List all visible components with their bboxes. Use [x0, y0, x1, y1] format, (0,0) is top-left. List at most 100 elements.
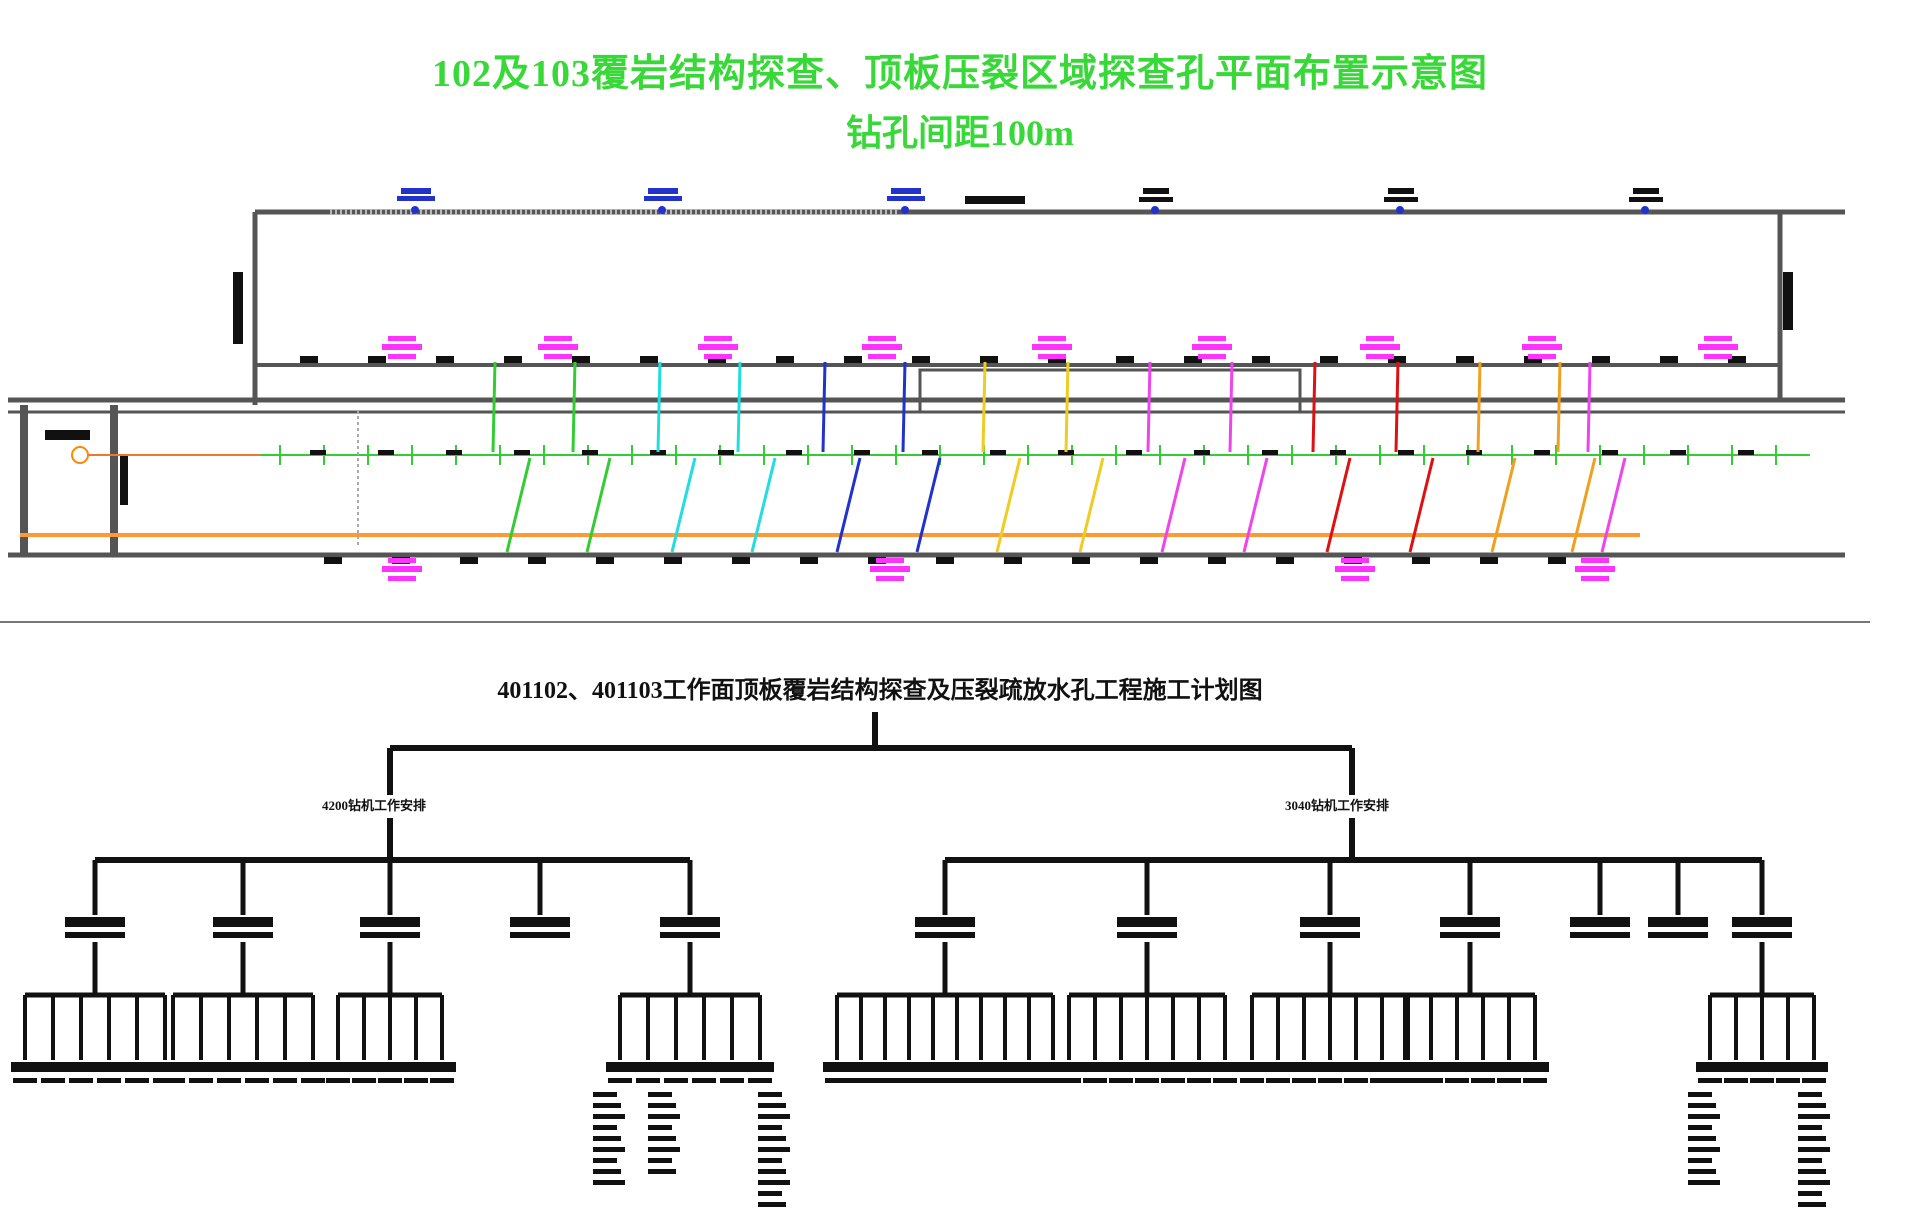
leaf-node — [1318, 1078, 1342, 1083]
site-block — [514, 450, 530, 455]
leaf-text-block — [593, 1180, 625, 1185]
leaf-node — [969, 1078, 993, 1083]
lower-borehole — [1490, 457, 1517, 553]
leaf-text-block — [1688, 1169, 1716, 1174]
leaf-node — [41, 1078, 65, 1083]
leaf-text-block — [593, 1103, 621, 1108]
level2-node — [360, 917, 420, 927]
leaf-node — [895, 1062, 923, 1072]
leaf-node — [849, 1078, 873, 1083]
site-block — [1208, 557, 1226, 564]
side-chamber — [918, 368, 1302, 414]
leaf-node — [301, 1078, 325, 1083]
magenta-pad — [1581, 558, 1609, 563]
site-block — [854, 450, 870, 455]
leaf-node — [1161, 1078, 1185, 1083]
site-block — [1602, 450, 1618, 455]
level2-node — [65, 932, 125, 938]
magenta-pad — [1528, 336, 1556, 341]
leaf-node — [95, 1062, 123, 1072]
leaf-node — [1055, 1062, 1083, 1072]
leaf-node — [1523, 1078, 1547, 1083]
leaf-text-block — [1798, 1103, 1826, 1108]
lower-borehole — [1570, 457, 1597, 553]
leaf-text-block — [648, 1147, 680, 1152]
site-block — [1252, 356, 1270, 363]
leaf-text-block — [758, 1191, 782, 1196]
site-block — [1534, 450, 1550, 455]
leaf-node — [1185, 1062, 1213, 1072]
leaf-node — [1800, 1062, 1828, 1072]
site-block — [596, 557, 614, 564]
leaf-node — [608, 1078, 632, 1083]
magenta-pad — [1341, 558, 1369, 563]
level2-node — [65, 917, 125, 927]
leaf-node — [1722, 1062, 1750, 1072]
leaf-node — [215, 1062, 243, 1072]
level2-node — [1570, 932, 1630, 938]
leaf-node — [1344, 1078, 1368, 1083]
upper-borehole — [1394, 361, 1400, 453]
site-block — [1140, 557, 1158, 564]
leaf-text-block — [593, 1136, 621, 1141]
magenta-pad — [870, 566, 910, 572]
leaf-node — [350, 1062, 378, 1072]
level2-node — [660, 932, 720, 938]
leaf-node — [1445, 1078, 1469, 1083]
leaf-node — [871, 1062, 899, 1072]
magenta-pad — [704, 354, 732, 359]
magenta-pad — [1366, 354, 1394, 359]
site-block — [1320, 356, 1338, 363]
upper-borehole — [1476, 361, 1482, 453]
leaf-text-block — [1798, 1180, 1830, 1185]
site-block — [776, 356, 794, 363]
leaf-node — [243, 1062, 271, 1072]
magenta-pad — [1360, 344, 1400, 350]
magenta-pad — [1522, 344, 1562, 350]
map-subtitle: 钻孔间距100m — [846, 113, 1074, 153]
magenta-pad — [1704, 336, 1732, 341]
leaf-node — [187, 1062, 215, 1072]
leaf-node — [1419, 1078, 1443, 1083]
site-block — [980, 356, 998, 363]
lower-borehole — [1160, 457, 1187, 553]
blue-pad-dot — [411, 206, 419, 214]
magenta-pad — [388, 354, 416, 359]
level2-node — [1732, 917, 1792, 927]
leaf-node — [1290, 1062, 1318, 1072]
site-block — [1058, 450, 1074, 455]
leaf-node — [1443, 1062, 1471, 1072]
leaf-node — [271, 1062, 299, 1072]
leaf-node — [217, 1078, 241, 1083]
magenta-pad — [1192, 344, 1232, 350]
black-pad — [1388, 188, 1414, 194]
site-block — [1728, 356, 1746, 363]
leaf-text-block — [1798, 1202, 1826, 1207]
leaf-node — [1159, 1062, 1187, 1072]
leaf-node — [161, 1078, 185, 1083]
leaf-node — [823, 1062, 851, 1072]
lower-borehole — [505, 457, 532, 553]
leaf-node — [1774, 1062, 1802, 1072]
site-block — [1048, 356, 1066, 363]
level2-node — [1570, 917, 1630, 927]
leaf-node — [97, 1078, 121, 1083]
leaf-node — [1471, 1078, 1495, 1083]
level2-node — [1117, 917, 1177, 927]
leaf-node — [1368, 1062, 1396, 1072]
site-block — [1592, 356, 1610, 363]
magenta-pad — [1335, 566, 1375, 572]
roadway-left-end — [20, 405, 28, 555]
site-block — [1194, 450, 1210, 455]
leaf-node — [39, 1062, 67, 1072]
site-block — [640, 356, 658, 363]
site-block — [1660, 356, 1678, 363]
site-block — [582, 450, 598, 455]
leaf-node — [1015, 1062, 1043, 1072]
upper-borehole — [656, 361, 662, 453]
site-block — [1116, 356, 1134, 363]
leaf-node — [1135, 1078, 1159, 1083]
leaf-node — [1057, 1078, 1081, 1083]
upper-borehole — [1064, 361, 1070, 453]
level2-node — [1732, 932, 1792, 938]
